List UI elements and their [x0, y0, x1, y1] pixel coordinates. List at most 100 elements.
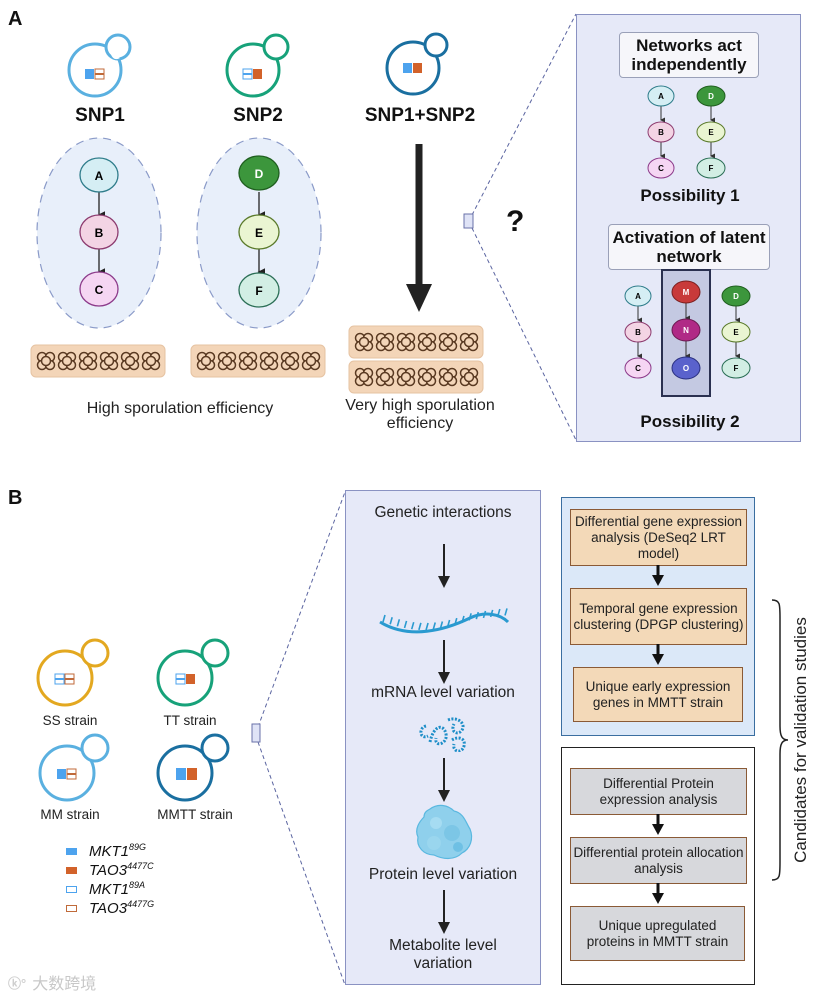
svg-text:E: E [708, 128, 714, 137]
svg-text:F: F [255, 284, 262, 298]
spore-icon [421, 336, 433, 348]
yeast-cell-mmtt-strain-icon [156, 733, 230, 802]
yeast-cell-ss-strain-icon [36, 638, 110, 707]
down-arrow-icon [652, 644, 664, 665]
spore-icon [305, 355, 317, 367]
node-f [238, 272, 280, 308]
node-d [238, 155, 280, 191]
yeast-cell-tt-strain-icon [156, 638, 230, 707]
svg-text:D: D [708, 92, 714, 101]
svg-text:B: B [635, 328, 641, 337]
svg-text:A: A [658, 92, 664, 101]
node-m [671, 280, 701, 304]
candidates-validation-label: Candidates for validation studies [791, 617, 810, 863]
legend-item: MKT189G [66, 842, 154, 860]
svg-text:A: A [95, 169, 104, 183]
spore-icon [200, 355, 212, 367]
watermark-logo-icon: ⓚ° [8, 975, 27, 991]
node-b [79, 214, 119, 250]
node-a [79, 157, 119, 193]
spores-icon [196, 351, 321, 371]
snp2-title: SNP2 [233, 105, 283, 126]
yeast-cell-snp2-icon [225, 33, 290, 98]
network-diagrams: A B C D E F [36, 137, 322, 329]
right-brace-icon [771, 599, 789, 881]
mrna-icon [379, 608, 510, 634]
spore-icon [400, 336, 412, 348]
svg-text:O: O [683, 364, 689, 373]
spore-icon [358, 371, 370, 383]
spore-icon [82, 355, 94, 367]
svg-text:B: B [658, 128, 664, 137]
spore-icon [103, 355, 115, 367]
down-arrow-icon [652, 565, 664, 586]
transcriptomics-step-3: Unique early expression genes in MMTT st… [573, 667, 743, 722]
independent-networks-diagram: A B C D E F [647, 85, 726, 179]
spore-icon [124, 355, 136, 367]
yeast-cell-snp1-icon [67, 33, 132, 98]
down-arrow-icon [652, 814, 664, 835]
svg-text:E: E [733, 328, 739, 337]
transcriptomics-step-1: Differential gene expression analysis (D… [570, 509, 747, 566]
metabolite-level-variation-label: Metabolite level variation [389, 937, 497, 972]
proteomics-step-3: Unique upregulated proteins in MMTT stra… [570, 906, 745, 961]
mmtt-strain-label: MMTT strain [157, 807, 233, 822]
mkt1-89g-swatch-icon [66, 847, 77, 855]
svg-text:E: E [255, 226, 263, 240]
node-c [79, 271, 119, 307]
protein-level-variation-label: Protein level variation [368, 866, 518, 883]
svg-text:C: C [95, 283, 104, 297]
possibility-2-label: Possibility 2 [640, 412, 740, 431]
spore-icon [379, 371, 391, 383]
svg-text:C: C [635, 364, 641, 373]
svg-text:B: B [95, 226, 104, 240]
spores-icon [36, 351, 161, 371]
watermark: ⓚ° 大数跨境 [8, 970, 96, 994]
snp1-snp2-title: SNP1+SNP2 [364, 105, 476, 126]
down-arrow-icon [652, 883, 664, 904]
yeast-cell-snp1-snp2-icon [385, 32, 449, 96]
proteomics-step-2: Differential protein allocation analysis [570, 837, 747, 884]
svg-text:A: A [635, 292, 641, 301]
transcriptomics-step-2: Temporal gene expression clustering (DPG… [570, 588, 747, 645]
very-high-sporulation-caption: Very high sporulation efficiency [345, 397, 495, 432]
spore-icon [442, 336, 454, 348]
genetic-interactions-label: Genetic interactions [374, 504, 512, 521]
legend-item: MKT189A [66, 880, 154, 898]
protein-structure-icon [416, 804, 473, 860]
down-arrow-icon [438, 544, 450, 588]
allele-legend: MKT189G TAO34477C MKT189A TAO34477G [66, 842, 154, 917]
ss-strain-label: SS strain [42, 713, 98, 728]
tao3-4477c-swatch-icon [66, 866, 77, 874]
proteomics-step-1: Differential Protein expression analysis [570, 768, 747, 815]
polypeptide-chain-icon [419, 717, 466, 752]
spore-icon [463, 371, 475, 383]
spore-box-snp1 [30, 344, 166, 378]
spore-icon [242, 355, 254, 367]
svg-text:F: F [734, 364, 739, 373]
spore-box-combined-2 [348, 360, 484, 394]
spore-icon [442, 371, 454, 383]
mkt1-89a-swatch-icon [66, 885, 77, 893]
big-down-arrow-icon [406, 144, 432, 312]
spore-icon [61, 355, 73, 367]
down-arrow-icon [438, 890, 450, 934]
spore-icon [221, 355, 233, 367]
spore-icon [379, 336, 391, 348]
node-o [671, 356, 701, 380]
svg-text:F: F [709, 164, 714, 173]
networks-independent-title: Networks act independently [619, 32, 759, 78]
high-sporulation-caption: High sporulation efficiency [86, 400, 274, 417]
down-arrow-icon [438, 640, 450, 684]
spore-icon [40, 355, 52, 367]
snp1-title: SNP1 [75, 105, 125, 126]
legend-item: TAO34477G [66, 899, 154, 917]
svg-text:N: N [683, 326, 689, 335]
legend-item: TAO34477C [66, 861, 154, 879]
panel-b-label: B [8, 487, 23, 509]
panel-a-label: A [8, 8, 23, 30]
svg-text:D: D [255, 167, 264, 181]
spore-icon [400, 371, 412, 383]
node-e [238, 214, 280, 250]
down-arrow-icon [438, 758, 450, 802]
